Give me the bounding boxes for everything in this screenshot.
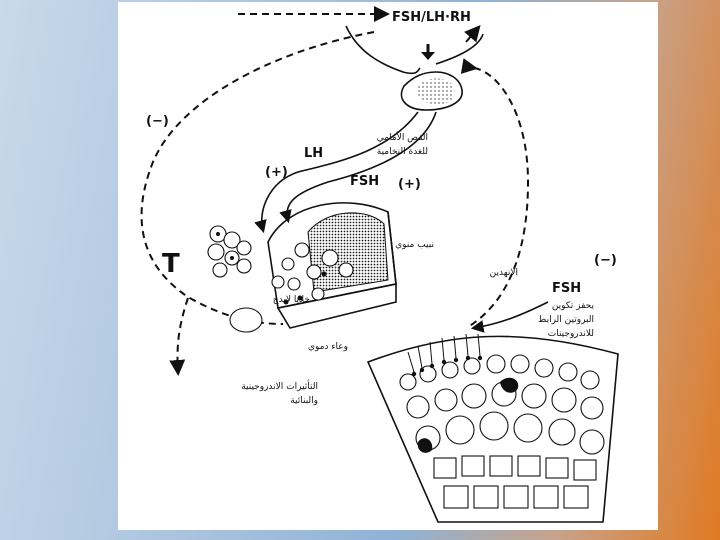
tubule-label: نبيب منوي	[395, 240, 434, 250]
negative-feedback-label-right: (−)	[594, 253, 617, 268]
pituitary-label-line1: الفص الأمامي	[377, 131, 428, 143]
lh-plus-label: (+)	[265, 165, 288, 180]
leydig-cell-cluster	[207, 225, 263, 333]
hormone-regulation-diagram: FSH/LH·RH (−) (−) LH (+) FSH (+) الفص ال…	[140, 6, 619, 523]
blood-vessel-label: وعاء دموي	[308, 342, 348, 352]
seminiferous-epithelium-wedge	[366, 333, 619, 523]
negative-feedback-loop-testosterone	[140, 31, 375, 325]
pituitary-gland	[345, 25, 484, 111]
fsh-sertoli-arrow	[470, 301, 549, 333]
androgen-effect-line2: والبنائية	[290, 396, 318, 406]
fsh-plus-label: (+)	[398, 177, 421, 192]
pituitary-label-line2: للغدة النخامية	[377, 147, 428, 157]
fsh-label: FSH	[350, 174, 379, 189]
fsh-arrow	[279, 111, 437, 224]
lh-arrow	[254, 111, 419, 234]
lumen-label: الانهدين	[490, 268, 518, 278]
testosterone-label: T	[162, 249, 180, 279]
seminiferous-tubule-section	[267, 202, 397, 329]
fsh-effect-line3: للاندروجينات	[548, 329, 594, 339]
fsh-effect-line1: يحفز تكوين	[552, 301, 595, 311]
fsh-effect-line2: البروتين الرابط	[538, 315, 594, 325]
lh-label: LH	[304, 146, 323, 161]
androgen-effect-line1: التأثيرات الاندروجينية	[241, 379, 318, 392]
slide-panel: FSH/LH·RH (−) (−) LH (+) FSH (+) الفص ال…	[118, 2, 658, 530]
leydig-label: خلايا لايدج	[273, 295, 310, 305]
fsh-lh-rh-label: FSH/LH·RH	[392, 10, 471, 25]
androgen-output-arrow	[169, 297, 189, 376]
negative-feedback-loop-inhibin	[460, 24, 530, 328]
negative-feedback-label-left: (−)	[146, 114, 169, 129]
fsh-lower-label: FSH	[552, 281, 581, 296]
